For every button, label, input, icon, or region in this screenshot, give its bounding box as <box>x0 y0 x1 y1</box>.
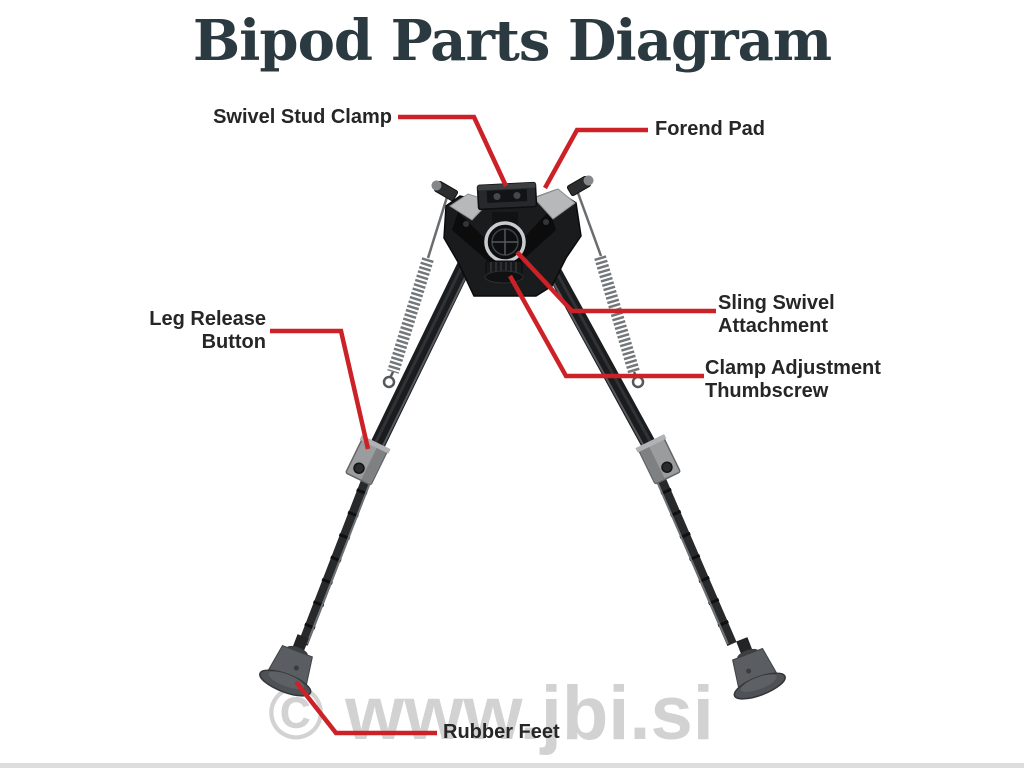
right-swivel-stud <box>566 175 594 197</box>
callout-line-sling-swivel-attachment <box>515 250 716 314</box>
label-sling-swivel-attachment: Sling Swivel Attachment <box>718 292 835 338</box>
bipod-head <box>431 175 594 297</box>
bipod-right-lower-leg <box>650 465 738 647</box>
page-title: Bipod Parts Diagram <box>192 8 832 74</box>
bipod-right-rubber-foot <box>732 637 786 700</box>
label-swivel-stud-clamp: Swivel Stud Clamp <box>213 106 392 128</box>
swivel-stud-clamp-part <box>476 181 538 211</box>
bipod-left-lower-leg <box>297 466 377 646</box>
forend-pad-right-wing <box>533 188 576 220</box>
watermark: © www.jbi.si <box>268 671 714 756</box>
label-forend-pad: Forend Pad <box>655 118 766 140</box>
right-spring-wire <box>576 192 603 257</box>
callout-line-leg-release-button <box>270 328 371 450</box>
label-leg-release-button: Leg Release Button <box>149 308 266 354</box>
callout-line-clamp-adjustment-thumbscrew <box>508 274 704 379</box>
left-swivel-stud <box>431 180 459 202</box>
label-rubber-feet: Rubber Feet <box>443 721 560 743</box>
bottom-border-strip <box>0 763 1024 768</box>
left-spring-wire <box>426 196 449 259</box>
callout-lines <box>270 114 716 736</box>
bipod-left-upper-leg <box>367 244 480 456</box>
bipod-left-spring <box>382 257 434 389</box>
clamp-thumbscrew-part <box>484 260 524 284</box>
sling-swivel-ring-part <box>484 221 526 263</box>
callout-line-rubber-feet <box>294 680 437 736</box>
bipod-right-leg-release-block <box>635 434 681 485</box>
bipod-left-rubber-foot <box>259 634 313 697</box>
label-clamp-adjustment-thumbscrew: Clamp Adjustment Thumbscrew <box>705 357 881 403</box>
callout-line-forend-pad <box>543 127 648 190</box>
callout-line-swivel-stud-clamp <box>398 114 509 187</box>
